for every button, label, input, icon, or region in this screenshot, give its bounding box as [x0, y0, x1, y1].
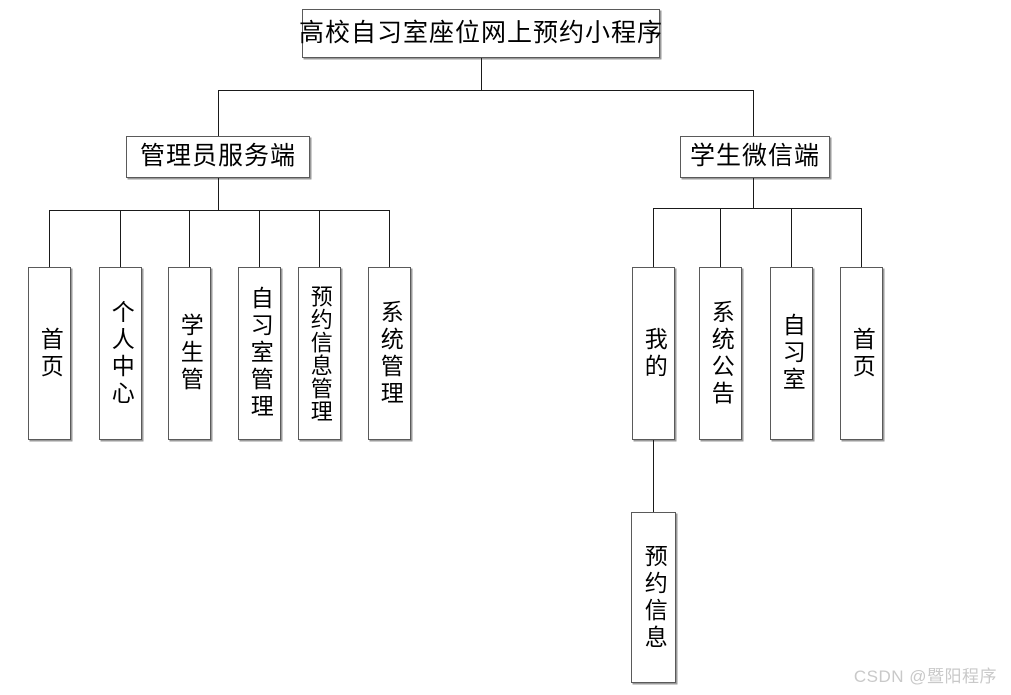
node-admin-home[interactable]: 首页	[28, 267, 71, 440]
node-admin-reservation-label: 预约信息管理	[307, 284, 333, 423]
watermark: CSDN @暨阳程序	[853, 667, 997, 686]
node-student-reservation-info[interactable]: 预约信息	[631, 512, 676, 683]
node-student-notice-label: 系统公告	[708, 299, 734, 408]
connector-student-stem	[753, 178, 754, 208]
node-root[interactable]: 高校自习室座位网上预约小程序	[299, 9, 664, 58]
node-admin-student[interactable]: 学生管	[168, 267, 211, 440]
connector-root-stem	[481, 58, 482, 90]
connector-admin-to-student	[189, 210, 190, 267]
node-admin-system[interactable]: 系统管理	[368, 267, 411, 440]
node-student-mine-label: 我的	[641, 326, 667, 381]
connector-student-bus	[653, 208, 862, 209]
node-admin-room[interactable]: 自习室管理	[238, 267, 281, 440]
node-student-notice[interactable]: 系统公告	[699, 267, 742, 440]
node-admin-label: 管理员服务端	[139, 143, 296, 171]
connector-admin-to-system	[389, 210, 390, 267]
connector-student-to-home	[861, 208, 862, 267]
node-admin-reservation[interactable]: 预约信息管理	[298, 267, 341, 440]
node-student-reservation-info-label: 预约信息	[641, 543, 667, 652]
node-student-room[interactable]: 自习室	[770, 267, 813, 440]
node-admin-room-label: 自习室管理	[247, 286, 273, 421]
connector-root-to-admin	[218, 90, 219, 136]
node-admin-profile-label: 个人中心	[108, 299, 134, 408]
node-admin-system-label: 系统管理	[377, 299, 403, 408]
connector-student-to-room	[791, 208, 792, 267]
node-admin-student-label: 学生管	[177, 313, 203, 394]
node-student-room-label: 自习室	[779, 313, 805, 394]
node-admin-profile[interactable]: 个人中心	[99, 267, 142, 440]
node-student[interactable]: 学生微信端	[680, 136, 830, 178]
node-student-mine[interactable]: 我的	[632, 267, 675, 440]
node-student-home-label: 首页	[849, 326, 875, 381]
node-admin-home-label: 首页	[37, 326, 63, 381]
node-student-home[interactable]: 首页	[840, 267, 883, 440]
connector-admin-bus	[49, 210, 389, 211]
node-root-label: 高校自习室座位网上预约小程序	[299, 19, 664, 47]
connector-mine-to-reservation-info	[653, 440, 654, 512]
node-admin[interactable]: 管理员服务端	[126, 136, 310, 178]
connector-student-to-mine	[653, 208, 654, 267]
node-student-label: 学生微信端	[689, 143, 820, 171]
connector-admin-to-reservation	[319, 210, 320, 267]
connector-admin-to-home	[49, 210, 50, 267]
connector-student-to-notice	[720, 208, 721, 267]
connector-admin-stem	[218, 178, 219, 210]
connector-root-to-student	[753, 90, 754, 136]
connector-root-bus	[218, 90, 754, 91]
connector-admin-to-profile	[120, 210, 121, 267]
connector-admin-to-room	[259, 210, 260, 267]
